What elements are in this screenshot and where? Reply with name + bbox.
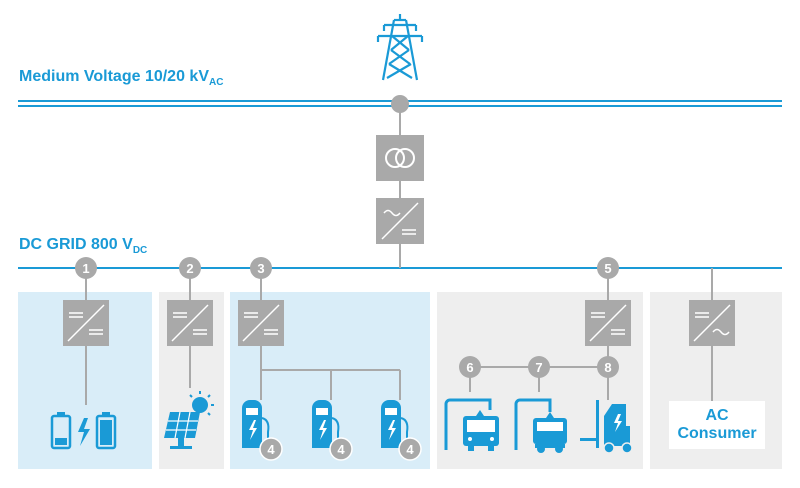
node-1-label: 1 <box>82 261 89 276</box>
transformer-icon <box>376 135 424 181</box>
medium-voltage-label: Medium Voltage 10/20 kVAC <box>19 68 224 88</box>
node-6-label: 6 <box>466 360 473 375</box>
node-4-label-a: 4 <box>267 442 275 457</box>
ev-charger-icon-3: 4 <box>381 400 422 461</box>
dcdc-converter-2 <box>167 300 213 346</box>
electric-truck-icon <box>514 398 567 453</box>
node-4-label-c: 4 <box>406 442 414 457</box>
dcdc-converter-1 <box>63 300 109 346</box>
power-tower-icon <box>376 14 424 81</box>
node-1: 1 <box>75 257 97 279</box>
node-5: 5 <box>597 257 619 279</box>
inverter-icon <box>689 300 735 346</box>
ac-consumer-line1: AC <box>705 407 729 424</box>
node-8-label: 8 <box>604 360 611 375</box>
ev-charger-icon-2: 4 <box>312 400 353 461</box>
ac-consumer-box: AC Consumer <box>669 401 765 449</box>
rectifier-icon <box>376 198 424 244</box>
solar-panel-icon <box>164 391 214 449</box>
node-4-label-b: 4 <box>337 442 345 457</box>
node-2-label: 2 <box>186 261 193 276</box>
battery-storage-icon <box>50 412 117 450</box>
ac-consumer-line2: Consumer <box>677 425 757 442</box>
node-2: 2 <box>179 257 201 279</box>
dc-grid-label: DC GRID 800 VDC <box>19 236 148 256</box>
node-7-label: 7 <box>535 360 542 375</box>
ev-charger-icon-1: 4 <box>242 400 283 461</box>
node-5-label: 5 <box>604 261 611 276</box>
node-6: 6 <box>459 356 481 378</box>
electric-bus-icon <box>444 398 499 451</box>
node-3-label: 3 <box>257 261 264 276</box>
node-8: 8 <box>597 356 619 378</box>
mv-junction-node <box>391 95 409 113</box>
node-3: 3 <box>250 257 272 279</box>
node-7: 7 <box>528 356 550 378</box>
dcdc-converter-3 <box>238 300 284 346</box>
electric-forklift-icon <box>580 400 633 454</box>
dcdc-converter-5 <box>585 300 631 346</box>
